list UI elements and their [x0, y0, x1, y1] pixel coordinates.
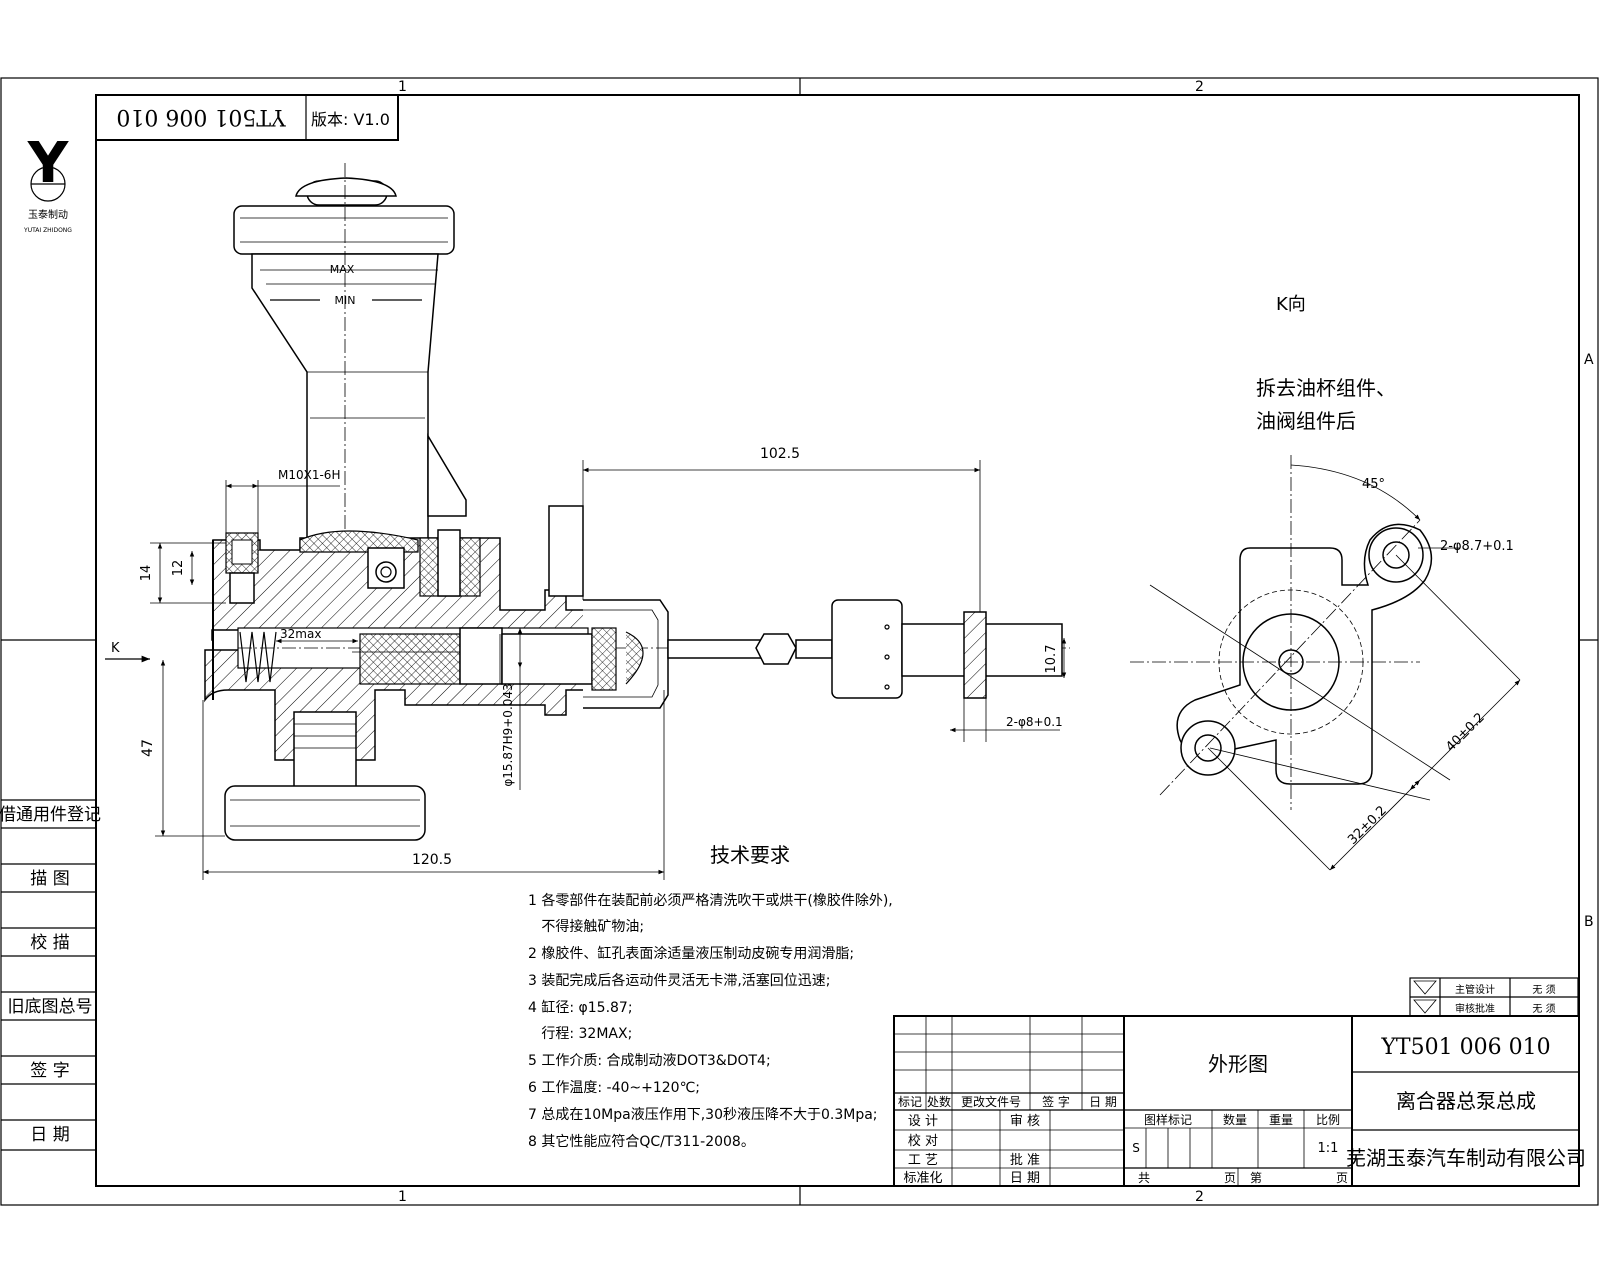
company-logo: Y 玉泰制动 YUTAI ZHIDONG — [23, 131, 72, 234]
strip-label-date: 日 期 — [30, 1125, 69, 1145]
technical-requirements: 技术要求 1 各零部件在装配前必须严格清洗吹干或烘干(橡胶件除外), 不得接触矿… — [528, 843, 893, 1150]
sheet-number-label: 第 — [1250, 1171, 1262, 1185]
tech-item-8: 8 其它性能应符合QC/T311-2008。 — [528, 1133, 755, 1150]
rev-header-date: 日 期 — [1089, 1095, 1117, 1109]
rev-header-doc: 更改文件号 — [961, 1094, 1021, 1109]
rev-header-count: 处数 — [927, 1094, 951, 1109]
zone-mark-top-2: 2 — [1195, 79, 1204, 95]
tech-item-7: 7 总成在10Mpa液压作用下,30秒液压降不大于0.3Mpa; — [528, 1107, 878, 1123]
reservoir-body: MAX MIN — [251, 253, 467, 549]
inlet-port — [225, 532, 259, 604]
drawing-number-box: YT501 006 010 版本: V1.0 — [95, 94, 399, 141]
strip-label-borrowed-parts: 借通用件登记 — [0, 805, 101, 825]
approval-label-2: 审核批准 — [1455, 1002, 1495, 1015]
dim-12: 12 — [171, 560, 186, 577]
approval-approve: 批 准 — [1010, 1153, 1040, 1168]
push-rod — [667, 599, 1063, 699]
role-standard: 标准化 — [903, 1171, 942, 1186]
dim-stroke: 32max — [280, 627, 321, 641]
master-cylinder-section: MAX MIN — [105, 163, 1070, 880]
strip-label-check: 校 描 — [30, 933, 69, 953]
dim-14: 14 — [139, 565, 154, 582]
drawing-frame — [0, 77, 1599, 1206]
dim-pin-hole: 2-φ8+0.1 — [1006, 715, 1063, 729]
sheet-number-page: 页 — [1336, 1171, 1348, 1185]
mounting-nut — [224, 711, 426, 841]
logo-subcaption: YUTAI ZHIDONG — [23, 227, 72, 234]
logo-letter: Y — [27, 131, 70, 196]
approval-review: 审 核 — [1010, 1114, 1040, 1129]
sheet-total-page: 页 — [1224, 1171, 1236, 1185]
tech-item-1: 1 各零部件在装配前必须严格清洗吹干或烘干(橡胶件除外), — [528, 892, 893, 909]
zone-mark-bottom-2: 2 — [1195, 1189, 1204, 1205]
piston — [352, 627, 644, 691]
dim-120-5: 120.5 — [412, 852, 452, 868]
dim-40: 40±0.2 — [1443, 710, 1488, 755]
drawing-number-rotated: YT501 006 010 — [116, 104, 286, 129]
k-view-note-line1: 拆去油杯组件、 — [1256, 376, 1396, 400]
approval-label-1: 主管设计 — [1455, 983, 1495, 996]
reservoir-cap — [233, 177, 455, 255]
role-process: 工 艺 — [908, 1153, 938, 1168]
zone-marks: 1 2 1 2 A B — [398, 79, 1594, 1205]
left-strip: 借通用件登记 描 图 校 描 旧底图总号 签 字 日 期 — [0, 799, 101, 1151]
title-drawing-type: 外形图 — [1208, 1052, 1268, 1076]
stage-header-mark: 图样标记 — [1144, 1112, 1192, 1127]
dim-angle-45: 45° — [1362, 477, 1385, 492]
stage-header-weight: 重量 — [1269, 1113, 1293, 1127]
zone-mark-top-1: 1 — [398, 79, 407, 95]
strip-label-signature: 签 字 — [30, 1061, 69, 1081]
tech-item-2: 2 橡胶件、缸孔表面涂适量液压制动皮碗专用润滑脂; — [528, 945, 854, 962]
k-view-title: K向 — [1276, 294, 1306, 315]
tech-item-4b: 行程: 32MAX; — [528, 1026, 632, 1042]
role-check: 校 对 — [908, 1133, 938, 1149]
tech-item-6: 6 工作温度: -40~+120℃; — [528, 1080, 700, 1096]
rev-header-mark: 标记 — [898, 1095, 922, 1109]
dim-10-7: 10.7 — [1044, 645, 1059, 674]
stage-header-qty: 数量 — [1223, 1112, 1247, 1127]
approval-stamps: 主管设计 无 须 审核批准 无 须 — [1409, 977, 1579, 1017]
approval-value-1: 无 须 — [1532, 984, 1555, 996]
k-view-note-line2: 油阀组件后 — [1256, 409, 1356, 433]
tech-item-4: 4 缸径: φ15.87; — [528, 999, 633, 1016]
title-part-name: 离合器总泵总成 — [1396, 1089, 1536, 1113]
stage-value: S — [1132, 1141, 1140, 1155]
logo-caption: 玉泰制动 — [28, 208, 68, 221]
tech-item-3: 3 装配完成后各运动件灵活无卡滞,活塞回位迅速; — [528, 972, 831, 989]
title-company: 芜湖玉泰汽车制动有限公司 — [1346, 1146, 1586, 1170]
reservoir-fitting — [299, 529, 481, 597]
zone-mark-right-b: B — [1584, 914, 1594, 930]
dim-102-5: 102.5 — [760, 446, 800, 462]
dim-bore: φ15.87H9+0.043 — [501, 683, 515, 786]
approval-value-2: 无 须 — [1532, 1003, 1555, 1015]
tech-item-1b: 不得接触矿物油; — [528, 918, 644, 935]
strip-label-tracing: 描 图 — [30, 869, 69, 889]
reservoir-max-mark: MAX — [330, 263, 355, 276]
stage-header-scale: 比例 — [1316, 1113, 1340, 1127]
dimensions-main: 102.5 M10X1-6H 14 12 32max 47 120.5 φ15. — [139, 446, 1067, 880]
zone-mark-right-a: A — [1584, 352, 1594, 368]
dim-flange-hole: 2-φ8.7+0.1 — [1440, 539, 1514, 554]
version-label: 版本: V1.0 — [311, 110, 390, 129]
dim-47: 47 — [140, 739, 156, 757]
return-spring — [239, 631, 277, 683]
rev-header-sign: 签 字 — [1042, 1094, 1070, 1109]
tech-item-5: 5 工作介质: 合成制动液DOT3&DOT4; — [528, 1053, 771, 1069]
scale-value: 1:1 — [1318, 1141, 1339, 1156]
k-arrow-label: K — [111, 641, 120, 656]
tech-title: 技术要求 — [710, 843, 790, 867]
zone-mark-bottom-1: 1 — [398, 1189, 407, 1205]
approval-date: 日 期 — [1010, 1171, 1040, 1186]
sheet-total-label: 共 — [1138, 1171, 1150, 1185]
dim-32: 32±0.2 — [1345, 803, 1390, 848]
role-design: 设 计 — [908, 1114, 938, 1129]
dim-thread: M10X1-6H — [278, 468, 340, 482]
strip-label-old-base: 旧底图总号 — [8, 997, 93, 1017]
k-view: K向 拆去油杯组件、 油阀组件后 45° 2-φ8.7+0.1 40±0.2 3… — [1130, 294, 1521, 871]
title-drawing-number: YT501 006 010 — [1380, 1035, 1550, 1060]
title-block: 标记 处数 更改文件号 签 字 日 期 设 计 校 对 工 艺 标准化 审 核 … — [893, 1015, 1586, 1187]
